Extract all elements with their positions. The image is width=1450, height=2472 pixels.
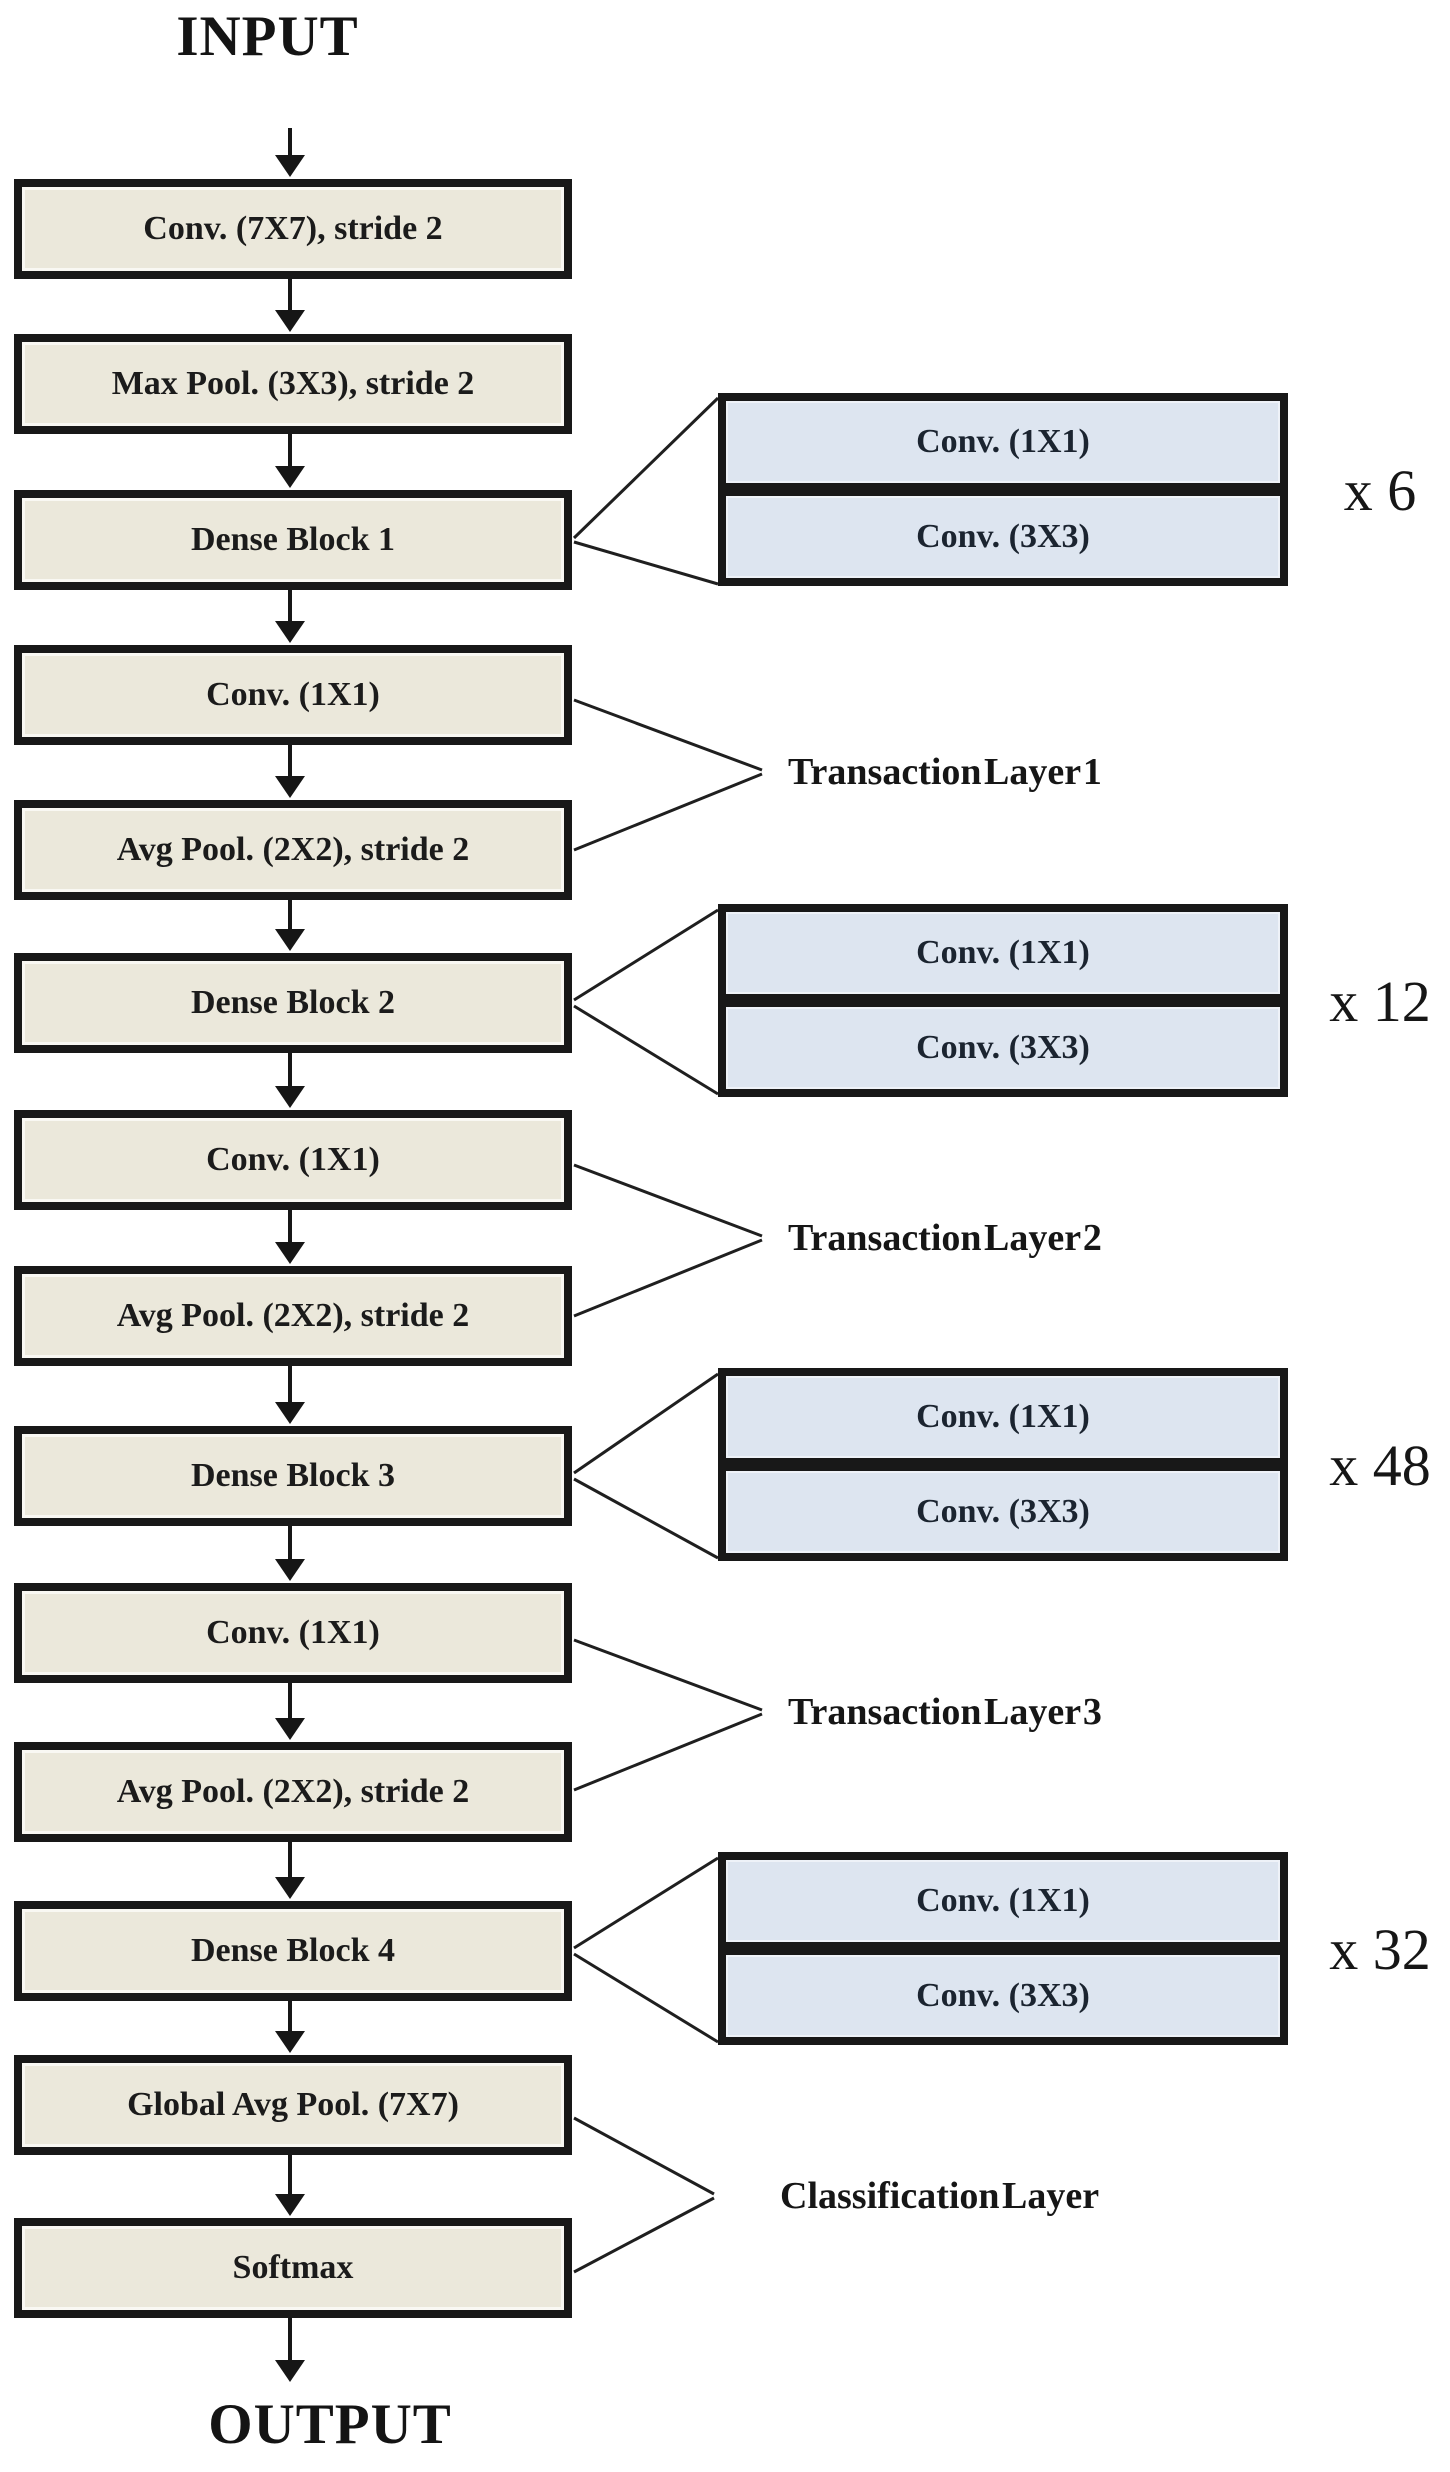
detail-conv3x3-box: Conv. (3X3)	[718, 999, 1288, 1097]
box-label: Max Pool. (3X3), stride 2	[111, 365, 475, 402]
flow-arrow-9	[275, 1526, 305, 1581]
flow-arrow-1	[275, 279, 305, 332]
box-dense-block-1: Dense Block 1	[14, 490, 572, 590]
flow-arrow-12	[275, 2001, 305, 2053]
detail-label: Conv. (3X3)	[916, 1029, 1090, 1066]
box-dense-block-4: Dense Block 4	[14, 1901, 572, 2001]
flow-arrow-3	[275, 590, 305, 643]
flow-arrow-8	[275, 1366, 305, 1424]
input-label: INPUT	[176, 5, 359, 68]
box-label: Global Avg Pool. (7X7)	[127, 2086, 459, 2123]
box-softmax: Softmax	[14, 2218, 572, 2318]
detail-label: Conv. (3X3)	[916, 1493, 1090, 1530]
annotation-classification-layer: Classification Layer	[780, 2175, 1100, 2217]
box-dense-block-2: Dense Block 2	[14, 953, 572, 1053]
box-label: Avg Pool. (2X2), stride 2	[116, 1773, 470, 1810]
output-label: OUTPUT	[208, 2393, 452, 2456]
box-label: Avg Pool. (2X2), stride 2	[116, 831, 470, 868]
repeat-count-3: x 48	[1329, 1433, 1431, 1498]
annotation-transaction-layer-2: Transaction Layer 2	[788, 1217, 1102, 1259]
box-label: Dense Block 4	[191, 1932, 395, 1969]
detail-label: Conv. (3X3)	[916, 1977, 1090, 2014]
dense-detail-pair-4: Conv. (1X1) Conv. (3X3)	[718, 1852, 1288, 2045]
annotation-transaction-layer-1: Transaction Layer 1	[788, 751, 1102, 793]
box-conv1x1-transition2: Conv. (1X1)	[14, 1110, 572, 1210]
detail-label: Conv. (1X1)	[916, 934, 1090, 971]
box-conv1x1-transition1: Conv. (1X1)	[14, 645, 572, 745]
flow-arrow-13	[275, 2155, 305, 2216]
flow-arrow-11	[275, 1842, 305, 1899]
repeat-count-2: x 12	[1329, 969, 1431, 1034]
flow-arrow-7	[275, 1210, 305, 1264]
box-conv1x1-transition3: Conv. (1X1)	[14, 1583, 572, 1683]
box-conv7x7-stride2: Conv. (7X7), stride 2	[14, 179, 572, 279]
box-label: Avg Pool. (2X2), stride 2	[116, 1297, 470, 1334]
box-avgpool2x2-transition3: Avg Pool. (2X2), stride 2	[14, 1742, 572, 1842]
detail-conv1x1-box: Conv. (1X1)	[718, 1368, 1288, 1466]
repeat-count-4: x 32	[1329, 1917, 1431, 1982]
repeat-count-1: x 6	[1343, 458, 1417, 523]
dense-detail-pair-2: Conv. (1X1) Conv. (3X3)	[718, 904, 1288, 1097]
box-label: Dense Block 1	[191, 521, 395, 558]
flow-arrow-6	[275, 1053, 305, 1108]
box-avgpool2x2-transition2: Avg Pool. (2X2), stride 2	[14, 1266, 572, 1366]
flow-arrow-input	[275, 128, 305, 177]
box-label: Conv. (1X1)	[206, 1141, 380, 1178]
box-label: Dense Block 2	[191, 984, 395, 1021]
box-maxpool3x3-stride2: Max Pool. (3X3), stride 2	[14, 334, 572, 434]
box-avgpool2x2-transition1: Avg Pool. (2X2), stride 2	[14, 800, 572, 900]
box-dense-block-3: Dense Block 3	[14, 1426, 572, 1526]
flow-arrow-10	[275, 1683, 305, 1740]
box-label: Conv. (1X1)	[206, 676, 380, 713]
detail-label: Conv. (3X3)	[916, 518, 1090, 555]
flow-arrow-output	[275, 2318, 305, 2382]
detail-conv1x1-box: Conv. (1X1)	[718, 904, 1288, 1002]
detail-label: Conv. (1X1)	[916, 1882, 1090, 1919]
flow-arrow-5	[275, 900, 305, 951]
detail-conv3x3-box: Conv. (3X3)	[718, 1463, 1288, 1561]
box-global-avg-pool: Global Avg Pool. (7X7)	[14, 2055, 572, 2155]
box-label: Conv. (7X7), stride 2	[143, 210, 443, 247]
flow-arrow-2	[275, 434, 305, 488]
detail-conv3x3-box: Conv. (3X3)	[718, 488, 1288, 586]
detail-conv1x1-box: Conv. (1X1)	[718, 393, 1288, 491]
annotation-transaction-layer-3: Transaction Layer 3	[788, 1691, 1102, 1733]
detail-label: Conv. (1X1)	[916, 1398, 1090, 1435]
box-label: Dense Block 3	[191, 1457, 395, 1494]
detail-conv1x1-box: Conv. (1X1)	[718, 1852, 1288, 1950]
dense-detail-pair-1: Conv. (1X1) Conv. (3X3)	[718, 393, 1288, 586]
detail-label: Conv. (1X1)	[916, 423, 1090, 460]
detail-conv3x3-box: Conv. (3X3)	[718, 1947, 1288, 2045]
box-label: Conv. (1X1)	[206, 1614, 380, 1651]
box-label: Softmax	[232, 2249, 354, 2286]
dense-detail-pair-3: Conv. (1X1) Conv. (3X3)	[718, 1368, 1288, 1561]
flow-arrow-4	[275, 745, 305, 798]
